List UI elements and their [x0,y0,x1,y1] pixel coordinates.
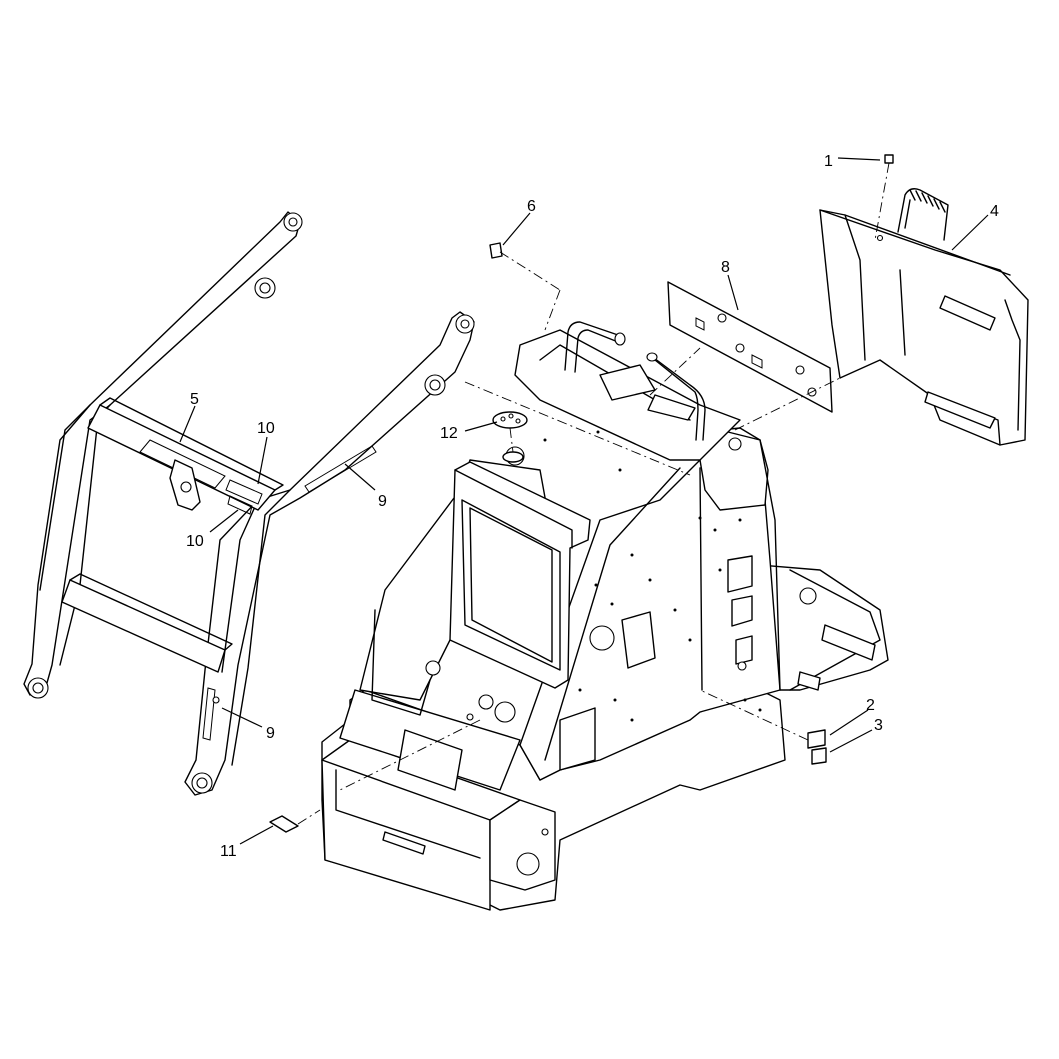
callout-8: 8 [721,259,730,276]
callout-6: 6 [527,198,536,215]
callout-10-upper: 10 [257,420,275,437]
callout-12: 12 [440,425,458,442]
callout-2: 2 [866,697,875,714]
plug-part-6 [489,242,561,331]
panel-plate-part-8 [667,281,833,413]
callout-9-lower: 9 [266,725,275,742]
main-frame [321,321,889,911]
loader-arm-assembly [23,211,475,796]
handle-grip [909,189,946,213]
decal-part-11 [269,809,321,833]
rear-cover-part-4 [819,188,1029,446]
center-lines [339,347,841,791]
rivets [543,430,762,722]
decals-part-2-3 [699,689,827,765]
callout-9-upper: 9 [378,493,387,510]
callout-10-lower: 10 [186,533,204,550]
callout-3: 3 [874,717,883,734]
callout-labels: 1 2 3 4 5 6 8 9 9 10 10 11 12 [186,153,999,860]
callout-1: 1 [824,153,833,170]
callout-11: 11 [220,843,237,860]
filler-cap-part-12 [492,411,528,463]
bolt-part-1 [874,154,894,241]
callout-4: 4 [990,203,999,220]
callout-leaders [179,157,989,845]
callout-5: 5 [190,391,199,408]
